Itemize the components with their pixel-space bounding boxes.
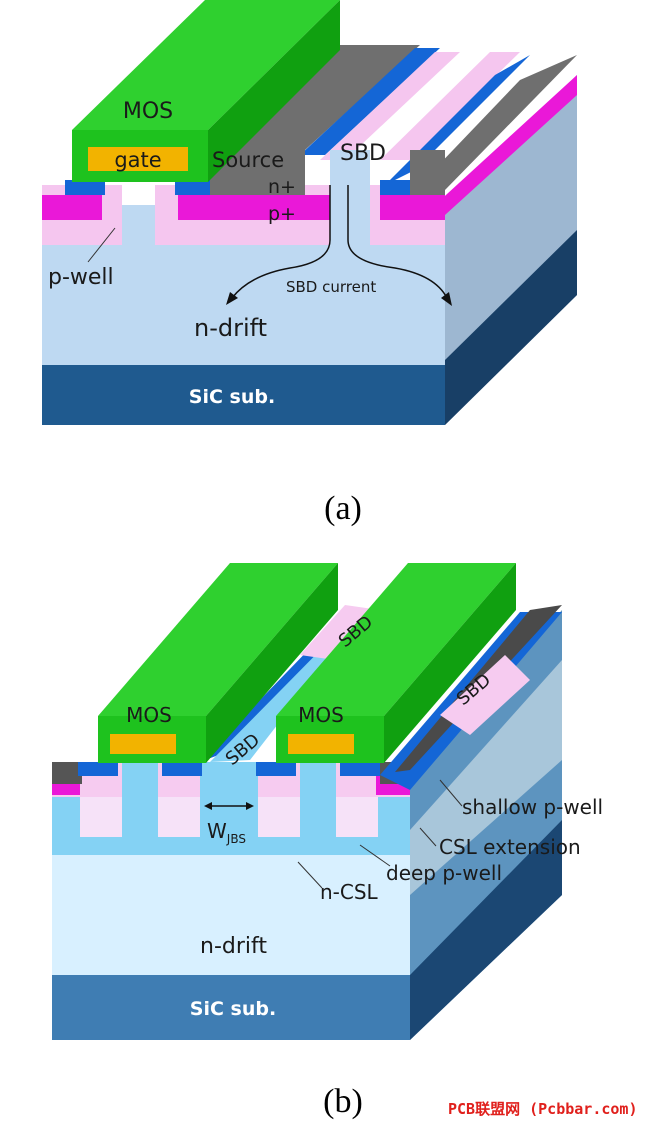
label-n-drift-a: n-drift: [194, 314, 267, 342]
p-plus-side-a: [435, 75, 577, 215]
label-mos-b-right: MOS: [298, 703, 344, 727]
substrate-b-region: [52, 975, 410, 1040]
mos-block-side-b-right: [384, 563, 516, 763]
sbd-top-b-right: [440, 655, 530, 735]
label-n-drift-b: n-drift: [200, 934, 267, 959]
diagram-b: MOS MOS SBD SBD SBD WJBS shallow p-well …: [52, 563, 603, 1120]
deep-p-well-leader: [359, 844, 391, 867]
source-metal-top-a-right: [410, 55, 577, 195]
mos-block-side-a: [208, 0, 340, 182]
p-well-top-a-right: [380, 52, 520, 160]
label-substrate-a: SiC sub.: [189, 386, 275, 408]
mos-channel-b-1: [122, 762, 158, 837]
label-source-a: Source: [212, 148, 284, 172]
substrate-b-side: [410, 820, 562, 1040]
label-sbd-a: SBD: [340, 141, 386, 166]
label-mos-b-left: MOS: [126, 703, 172, 727]
sbd-top-b-mid-inner: [210, 625, 355, 762]
n-plus-b-4: [340, 762, 380, 776]
n-plus-top-a: [300, 48, 440, 155]
gate-electrode-b-left: [110, 734, 176, 754]
diagram-a: MOS gate Source SBD n+ p+ p-well SBD cur…: [42, 0, 577, 527]
mos-channel-b-2: [300, 762, 336, 837]
w-jbs-arrowhead-left-icon: [204, 802, 212, 810]
label-n-plus-a: n+: [268, 176, 296, 198]
sbd-channel-a: [330, 150, 370, 245]
watermark-text: PCB联盟网 (Pcbbar.com): [448, 1100, 638, 1118]
shallow-p-well-leader: [439, 779, 463, 807]
mos-block-side-b-left: [206, 563, 338, 763]
label-p-plus-a: p+: [268, 203, 296, 225]
p-well-leader-a: [87, 227, 116, 263]
n-plus-b-2: [162, 762, 202, 776]
sbd-current-arrow-left: [231, 185, 331, 299]
w-jbs-arrowhead-right-icon: [246, 802, 254, 810]
source-metal-a-right: [410, 150, 445, 195]
caption-b: (b): [323, 1083, 363, 1120]
p-plus-a-left: [42, 195, 102, 220]
substrate-a-side: [445, 230, 577, 425]
label-p-well-a: p-well: [48, 265, 114, 290]
csl-extension-leader: [419, 827, 437, 847]
n-plus-a-left: [65, 180, 105, 195]
p-plus-a-center: [178, 195, 330, 220]
label-shallow-p-well: shallow p-well: [462, 795, 603, 819]
n-plus-b-3: [256, 762, 296, 776]
n-plus-b-1: [78, 762, 118, 776]
sbd-current-arrow-right: [347, 185, 448, 299]
gate-electrode-a: [88, 147, 188, 171]
sbd-channel-b: [200, 762, 258, 837]
n-drift-b-region: [52, 855, 410, 975]
arrowhead-right-icon: [441, 292, 452, 306]
label-w-jbs: WJBS: [207, 819, 246, 846]
n-csl-leader: [297, 861, 323, 889]
source-metal-b-left: [52, 762, 82, 784]
label-substrate-b: SiC sub.: [190, 998, 276, 1020]
mos-block-top-a: [72, 0, 340, 130]
w-jbs-subscript: JBS: [226, 832, 246, 846]
label-mos-a: MOS: [123, 99, 173, 124]
label-sbd-current-a: SBD current: [286, 278, 376, 296]
mos-block-top-b-left: [98, 563, 338, 716]
substrate-a-region: [42, 365, 445, 425]
csl-side-b: [410, 660, 562, 895]
label-deep-p-well: deep p-well: [386, 861, 502, 885]
caption-a: (a): [324, 490, 362, 527]
gate-electrode-b-right: [288, 734, 354, 754]
p-plus-a-right: [380, 195, 445, 220]
arrowhead-left-icon: [226, 292, 238, 305]
p-well-top-a: [320, 52, 460, 160]
label-gate-a: gate: [114, 148, 161, 172]
mos-block-top-b-right: [276, 563, 516, 716]
label-csl-extension: CSL extension: [439, 835, 581, 859]
w-jbs-main: W: [207, 819, 227, 843]
label-n-csl: n-CSL: [320, 880, 379, 904]
